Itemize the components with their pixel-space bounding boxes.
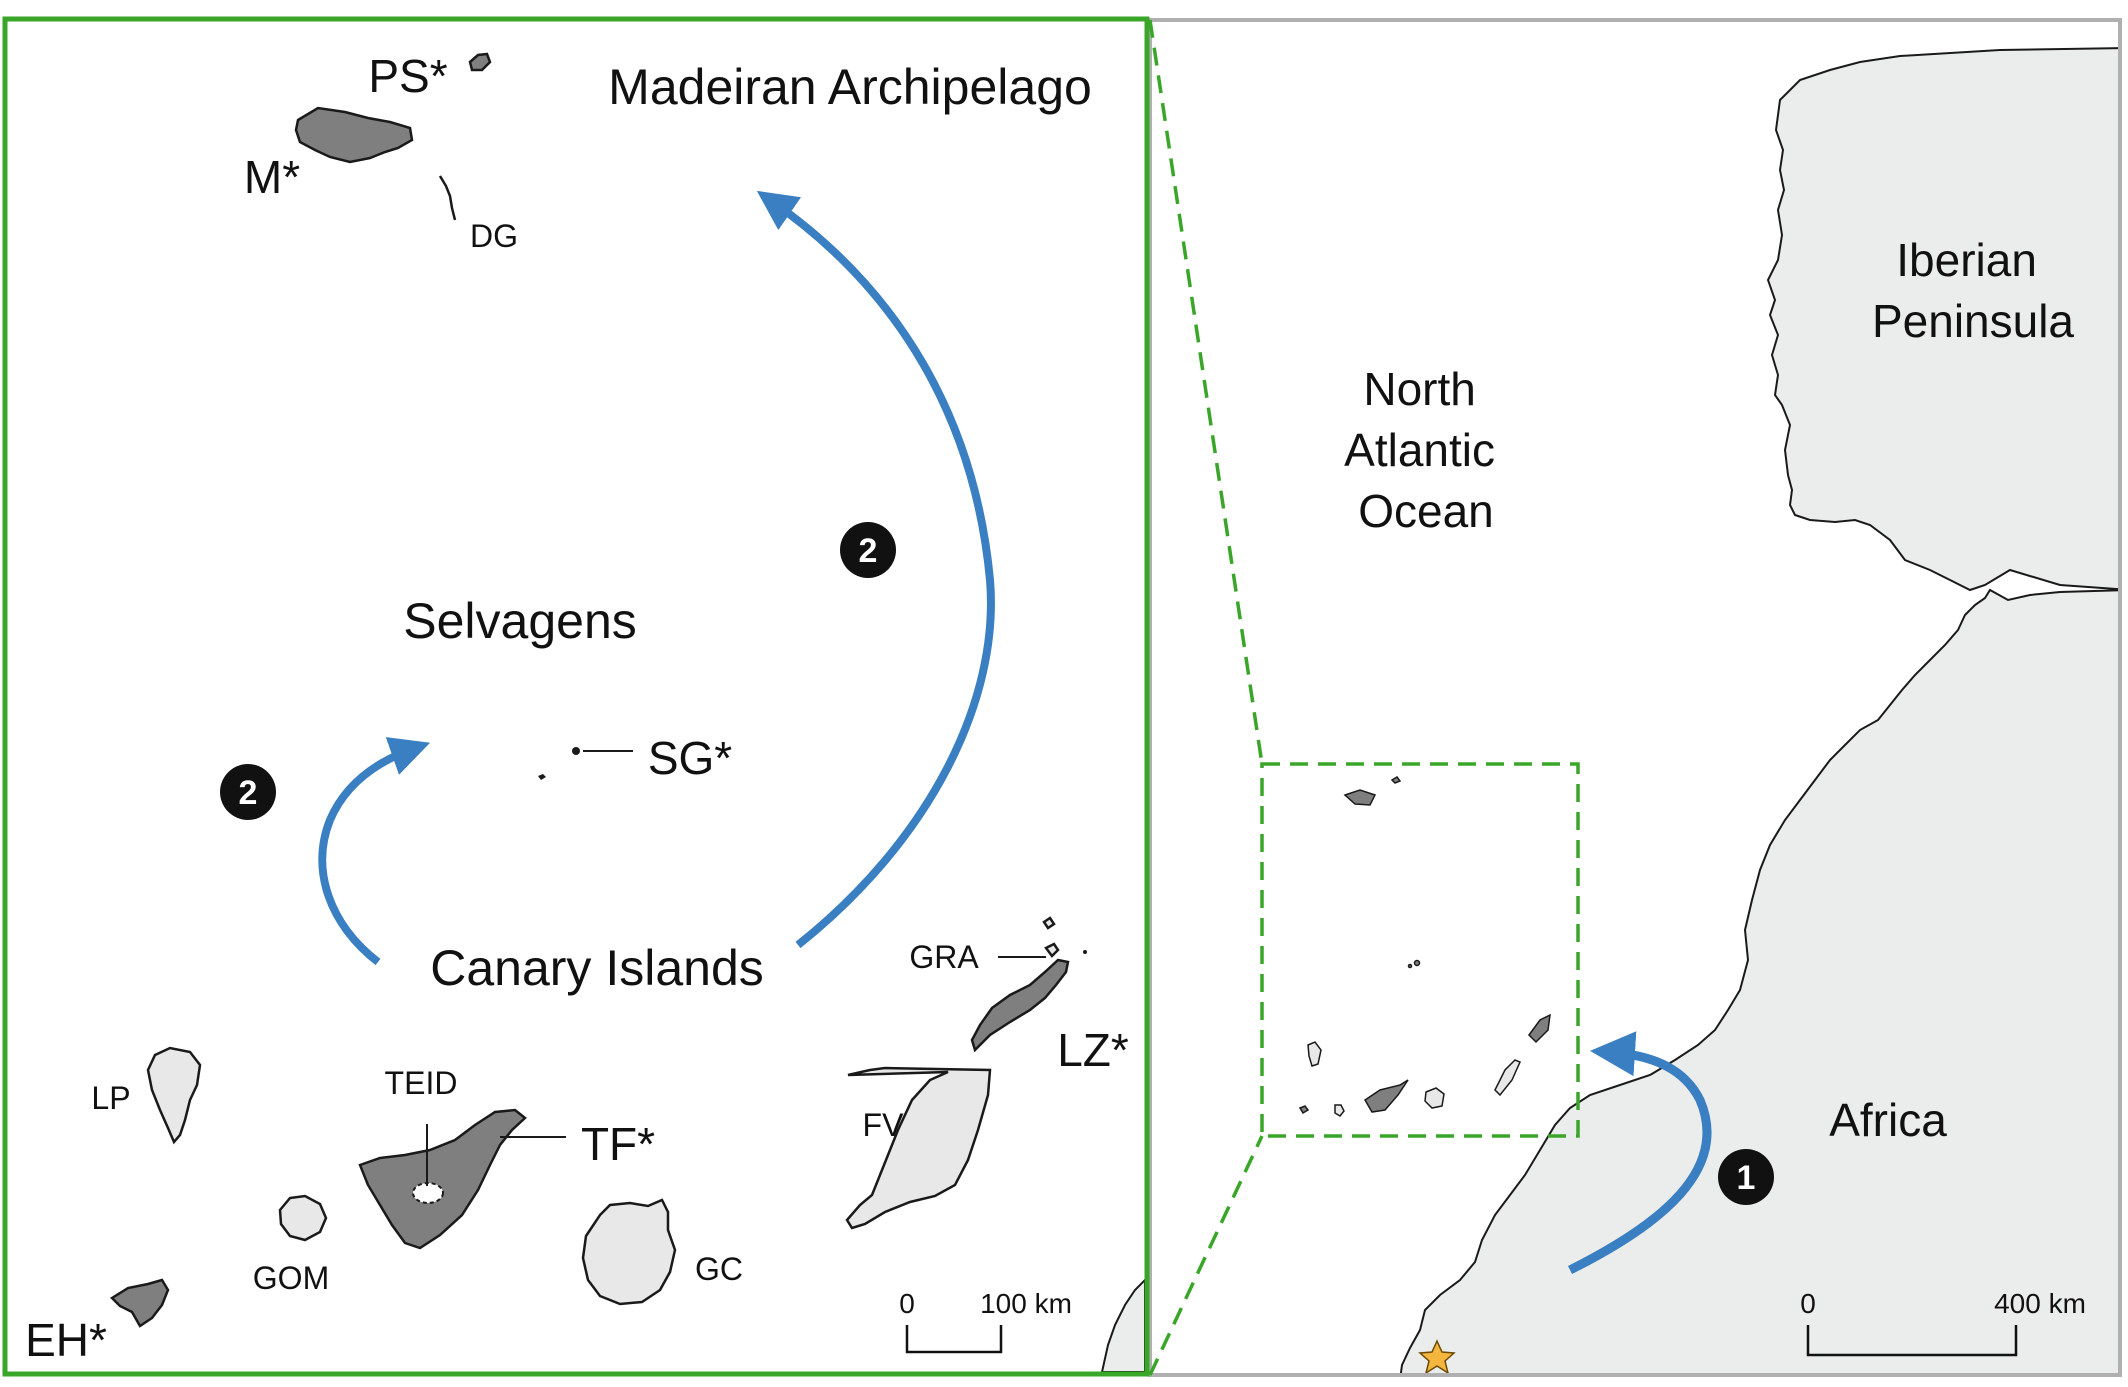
island-la-palma	[146, 1046, 202, 1145]
step-1-badge	[1718, 1149, 1774, 1205]
zoom-connector-bottom	[1148, 1135, 1264, 1376]
overview-scale-bar: 0 400 km	[1800, 1288, 2086, 1357]
island-la-gomera	[278, 1194, 328, 1242]
overview-frame	[1148, 18, 2122, 1377]
colonization-arrow-1	[1567, 1031, 1712, 1275]
colonization-arrow-2-large	[756, 190, 995, 949]
island-porto-santo	[468, 52, 492, 72]
star-icon	[1418, 1339, 1456, 1375]
label-gc: GC	[695, 1251, 743, 1287]
island-gran-canaria	[581, 1198, 677, 1306]
ocean-label: North Atlantic Ocean	[1344, 363, 1508, 537]
africa-land	[1399, 588, 2120, 1375]
island-fuerteventura	[845, 1066, 992, 1230]
zoom-connector-top	[1148, 19, 1264, 765]
africa-label: Africa	[1829, 1094, 1947, 1146]
madeira-islands	[294, 52, 492, 221]
label-dg: DG	[470, 218, 518, 254]
inset-frame	[2, 16, 1150, 1377]
step-2-badge-b	[840, 522, 896, 578]
iberian-peninsula-land	[1766, 47, 2120, 592]
inset-map: 0 100 km Madeiran Archipelago Selvagens …	[2, 16, 1150, 1377]
island-lanzarote	[970, 958, 1070, 1053]
inset-scale-zero: 0	[899, 1288, 915, 1319]
selvagens-label: Selvagens	[403, 593, 637, 649]
label-lp: LP	[91, 1080, 130, 1116]
island-desertas	[438, 175, 457, 221]
overview-map: 0 400 km North Atlantic Ocean Iberian Pe…	[1148, 18, 2122, 1377]
label-eh: EH*	[25, 1314, 107, 1366]
overview-scale-zero: 0	[1800, 1288, 1816, 1319]
iberia-label: Iberian Peninsula	[1872, 234, 2074, 347]
selvagens-islands	[538, 747, 580, 780]
label-fv: FV	[863, 1107, 905, 1143]
inset-scale-bar: 0 100 km	[899, 1288, 1072, 1354]
colonization-arrow-2-small	[318, 737, 431, 966]
canary-islands-label: Canary Islands	[430, 940, 764, 996]
inset-africa-coast	[1100, 1278, 1145, 1372]
label-gom: GOM	[253, 1260, 329, 1296]
label-teid: TEID	[385, 1065, 458, 1101]
island-madeira	[294, 106, 414, 164]
canary-islands	[110, 916, 1087, 1328]
label-m: M*	[244, 151, 300, 203]
island-tenerife	[358, 1108, 527, 1250]
zoom-extent-box	[1260, 762, 1580, 1138]
step-2-badge-a	[220, 764, 276, 820]
leader-lines	[426, 956, 1046, 1186]
label-lz: LZ*	[1057, 1024, 1129, 1076]
label-ps: PS*	[368, 50, 447, 102]
overview-scale-end: 400 km	[1994, 1288, 2086, 1319]
label-tf: TF*	[581, 1118, 655, 1170]
step-2-number-a: 2	[239, 774, 258, 812]
label-gra: GRA	[909, 939, 979, 975]
step-2-number-b: 2	[859, 532, 878, 570]
label-sg: SG*	[648, 732, 732, 784]
inset-scale-end: 100 km	[980, 1288, 1072, 1319]
island-la-graciosa	[1044, 942, 1060, 958]
step-1-number: 1	[1737, 1159, 1756, 1197]
island-alegranza	[1042, 916, 1056, 930]
overview-islands	[1298, 776, 1551, 1117]
island-el-hierro	[110, 1278, 170, 1328]
madeiran-archipelago-label: Madeiran Archipelago	[608, 59, 1092, 115]
